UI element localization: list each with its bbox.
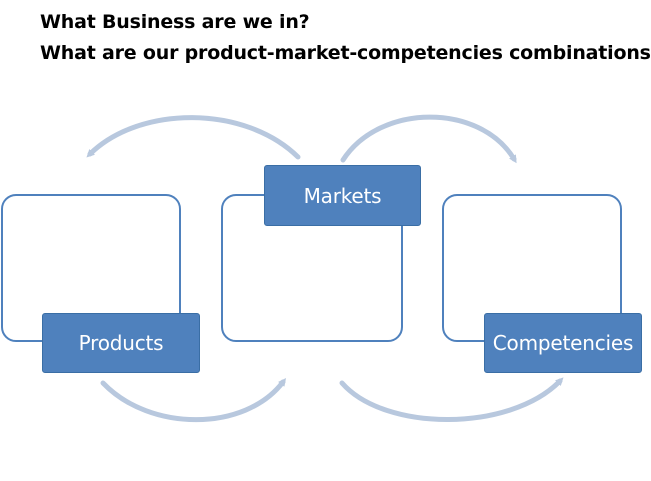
arrow-markets-to-products — [86, 115, 301, 160]
arrow-markets-to-competencies — [340, 114, 517, 164]
competencies-node: Competencies — [484, 313, 642, 373]
heading-business: What Business are we in? — [40, 11, 310, 33]
heading-combinations: What are our product-market-competencies… — [40, 42, 651, 64]
products-node: Products — [42, 313, 200, 373]
arrow-products-to-markets — [100, 378, 287, 423]
markets-node: Markets — [264, 165, 421, 226]
arrow-markets-to-competencies-bottom — [339, 377, 564, 422]
